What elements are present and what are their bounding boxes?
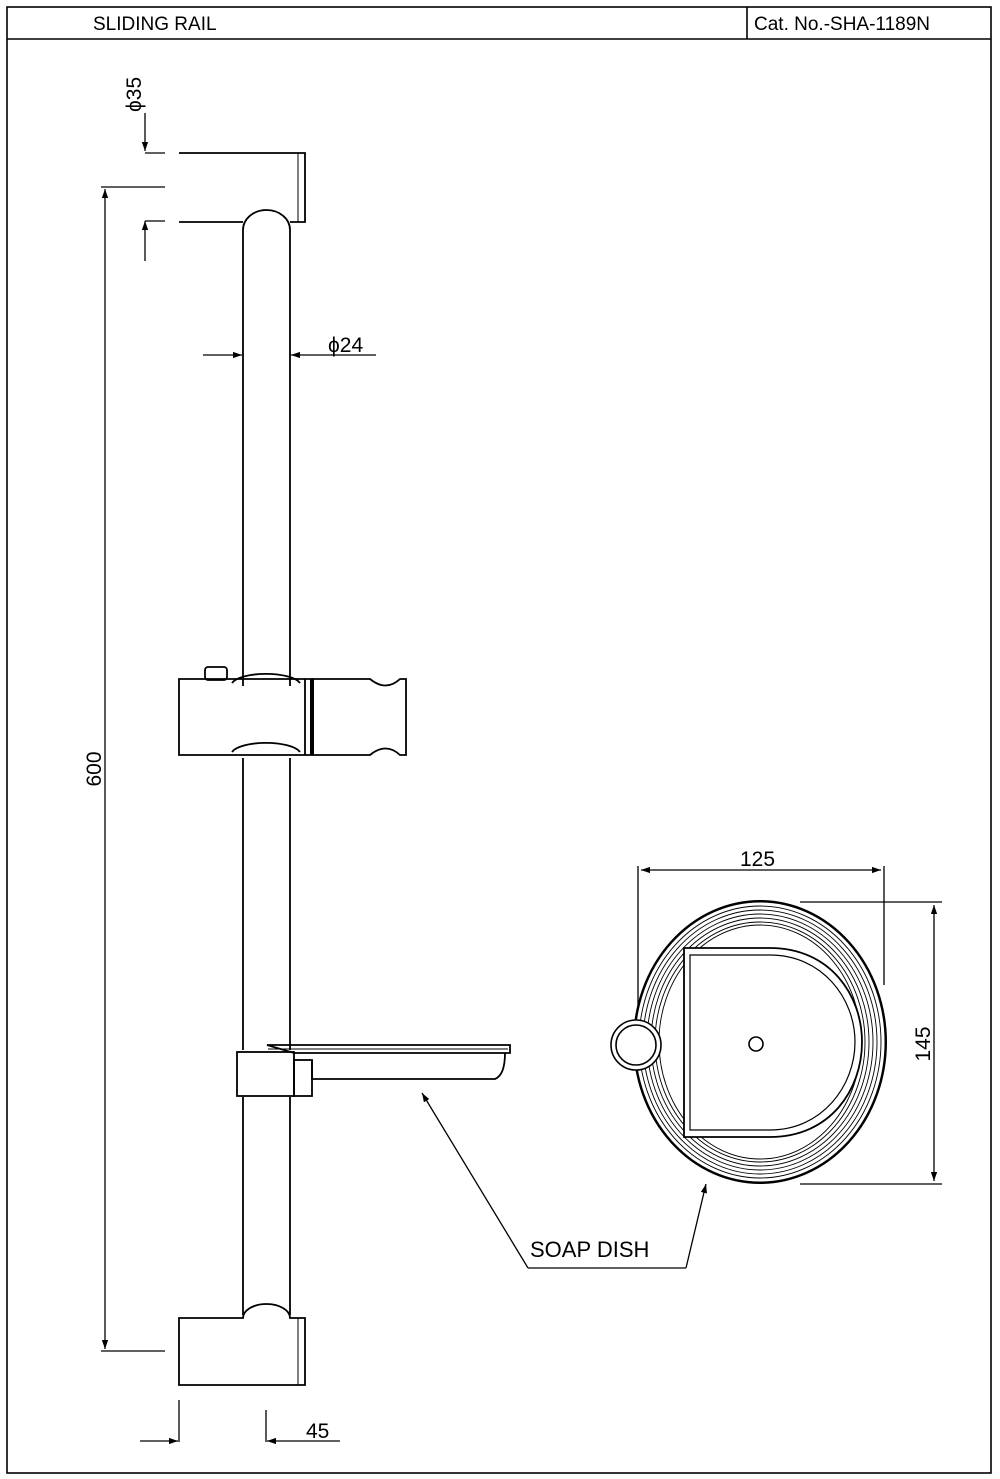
- sliding-rail: [178, 152, 511, 1386]
- drain-hole: [748, 1036, 764, 1052]
- rail-length-label: 600: [83, 751, 106, 786]
- bottom-bracket: [178, 1303, 306, 1386]
- rail-middle-segment: [242, 758, 291, 1050]
- rail-lower-segment: [242, 1097, 291, 1315]
- catalog-number: Cat. No.-SHA-1189N: [754, 14, 930, 35]
- soap-dish-leader: [421, 1092, 707, 1269]
- slider-holder: [178, 666, 407, 756]
- dish-tray: [683, 947, 863, 1138]
- drawing-frame: [6, 6, 992, 1474]
- soap-dish-side-view: [236, 1044, 511, 1097]
- bracket-diameter-label: ϕ35: [123, 77, 146, 112]
- bracket-depth-label: 45: [306, 1420, 329, 1443]
- rail-diameter-label: ϕ24: [328, 334, 363, 357]
- dish-dimension-lines: [637, 866, 942, 1185]
- product-name: SLIDING RAIL: [93, 14, 217, 35]
- rail-upper-segment: [242, 209, 291, 686]
- soap-dish-label: SOAP DISH: [530, 1237, 649, 1262]
- dish-height-label: 145: [912, 1026, 935, 1061]
- dimension-lines: [101, 113, 376, 1445]
- top-bracket: [179, 152, 306, 223]
- soap-dish-top-view: [610, 900, 887, 1184]
- dish-width-label: 125: [740, 848, 775, 871]
